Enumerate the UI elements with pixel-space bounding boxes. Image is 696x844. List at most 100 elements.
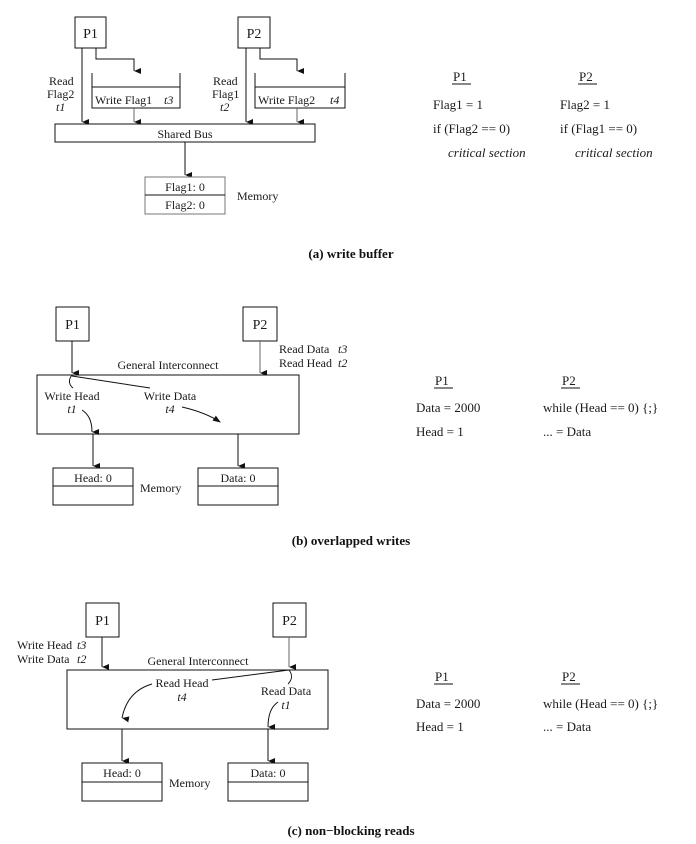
memory-cell: Flag1: 0 bbox=[165, 180, 205, 194]
p1-op-label: Write Head bbox=[17, 638, 72, 652]
write-buffer-p2: Write Flag2 t4 bbox=[254, 73, 346, 109]
panel-c-non-blocking-reads: P1 Write Head t3 Write Data t2 P2 Genera… bbox=[17, 602, 658, 838]
general-interconnect bbox=[66, 669, 329, 730]
memory-data: Data: 0 bbox=[197, 467, 279, 506]
processor-label: P2 bbox=[253, 318, 268, 333]
code-p2: P2 while (Head == 0) {;} ... = Data bbox=[543, 373, 658, 439]
p1-read-time: t1 bbox=[56, 100, 65, 114]
write-data-path-bottom bbox=[181, 406, 221, 423]
processor-p2: P2 bbox=[242, 306, 278, 342]
memory-cell: Data: 0 bbox=[251, 766, 286, 780]
p2-op-label: Read Data bbox=[279, 342, 330, 356]
code-title: P1 bbox=[435, 373, 449, 388]
buffer-entry-label: Write Flag1 bbox=[95, 93, 152, 107]
code-title: P1 bbox=[453, 69, 467, 84]
processor-label: P2 bbox=[247, 27, 262, 42]
memory-label: Memory bbox=[140, 481, 181, 495]
inner-op-label: Read Data bbox=[261, 684, 312, 698]
inner-op-time: t4 bbox=[165, 402, 174, 416]
code-line: Head = 1 bbox=[416, 424, 464, 439]
panel-caption: (c) non−blocking reads bbox=[287, 823, 414, 838]
p2-to-buffer-arrow bbox=[259, 48, 304, 74]
inner-op-label: Read Head bbox=[156, 676, 209, 690]
memory-block: Flag1: 0 Flag2: 0 Memory bbox=[144, 176, 278, 215]
code-p1: P1 Data = 2000 Head = 1 bbox=[416, 669, 480, 734]
code-p2: P2 Flag2 = 1 if (Flag1 == 0) critical se… bbox=[560, 69, 653, 160]
write-data-path-top bbox=[71, 375, 151, 389]
inner-op-label: Write Data bbox=[144, 389, 197, 403]
p1-op-label: Write Data bbox=[17, 652, 70, 666]
memory-cell: Data: 0 bbox=[221, 471, 256, 485]
buffer-entry-label: Write Flag2 bbox=[258, 93, 315, 107]
bus-label: Shared Bus bbox=[158, 127, 213, 141]
p2-read-target: Flag1 bbox=[212, 87, 239, 101]
code-line: if (Flag1 == 0) bbox=[560, 121, 637, 136]
processor-label: P1 bbox=[95, 614, 110, 629]
memory-cell: Head: 0 bbox=[103, 766, 141, 780]
processor-p1: P1 bbox=[74, 16, 107, 49]
code-title: P2 bbox=[562, 669, 576, 684]
write-head-path-top bbox=[69, 374, 74, 389]
code-line: critical section bbox=[448, 145, 526, 160]
p1-op-time: t2 bbox=[77, 652, 86, 666]
interconnect-label: General Interconnect bbox=[148, 654, 250, 668]
code-line: critical section bbox=[575, 145, 653, 160]
code-title: P1 bbox=[435, 669, 449, 684]
processor-label: P2 bbox=[282, 614, 297, 629]
code-line: while (Head == 0) {;} bbox=[543, 696, 658, 711]
code-line: Head = 1 bbox=[416, 719, 464, 734]
code-line: while (Head == 0) {;} bbox=[543, 400, 658, 415]
p1-to-buffer-arrow bbox=[95, 48, 141, 74]
shared-bus: Shared Bus bbox=[54, 123, 316, 143]
code-line: Data = 2000 bbox=[416, 400, 480, 415]
inner-op-time: t1 bbox=[67, 402, 76, 416]
processor-label: P1 bbox=[83, 27, 98, 42]
memory-cell: Flag2: 0 bbox=[165, 198, 205, 212]
processor-label: P1 bbox=[65, 318, 80, 333]
write-buffer-p1: Write Flag1 t3 bbox=[91, 73, 181, 109]
buffer-entry-time: t3 bbox=[164, 93, 173, 107]
processor-p1: P1 bbox=[55, 306, 90, 342]
inner-op-time: t4 bbox=[177, 690, 186, 704]
code-line: Flag2 = 1 bbox=[560, 97, 610, 112]
memory-label: Memory bbox=[237, 189, 278, 203]
memory-cell: Head: 0 bbox=[74, 471, 112, 485]
p2-op-label: Read Head bbox=[279, 356, 332, 370]
read-data-path-bottom bbox=[267, 701, 279, 731]
memory-head: Head: 0 bbox=[52, 467, 134, 506]
interconnect-label: General Interconnect bbox=[118, 358, 220, 372]
p1-read-label: Read bbox=[49, 74, 74, 88]
panel-b-overlapped-writes: P1 P2 Read Data t3 Read Head t2 General … bbox=[36, 306, 658, 548]
code-title: P2 bbox=[579, 69, 593, 84]
code-p1: P1 Flag1 = 1 if (Flag2 == 0) critical se… bbox=[433, 69, 526, 160]
p1-read-target: Flag2 bbox=[47, 87, 74, 101]
read-data-path-top bbox=[287, 669, 292, 685]
inner-op-label: Write Head bbox=[44, 389, 99, 403]
memory-head: Head: 0 bbox=[81, 762, 163, 802]
read-head-path-bottom bbox=[121, 683, 153, 723]
p2-op-time: t3 bbox=[338, 342, 347, 356]
write-head-path-bottom bbox=[81, 409, 100, 435]
code-line: Data = 2000 bbox=[416, 696, 480, 711]
code-line: if (Flag2 == 0) bbox=[433, 121, 510, 136]
code-p1: P1 Data = 2000 Head = 1 bbox=[416, 373, 480, 439]
p2-op-time: t2 bbox=[338, 356, 347, 370]
processor-p2: P2 bbox=[237, 16, 271, 49]
panel-caption: (b) overlapped writes bbox=[292, 533, 410, 548]
inner-op-time: t1 bbox=[281, 698, 290, 712]
read-head-path-top bbox=[211, 669, 290, 681]
code-p2: P2 while (Head == 0) {;} ... = Data bbox=[543, 669, 658, 734]
processor-p1: P1 bbox=[85, 602, 120, 638]
panel-a-write-buffer: P1 Read Flag2 t1 Write Flag1 t3 P2 Read … bbox=[47, 16, 653, 261]
processor-p2: P2 bbox=[272, 602, 307, 638]
p1-op-time: t3 bbox=[77, 638, 86, 652]
panel-caption: (a) write buffer bbox=[308, 246, 393, 261]
code-line: ... = Data bbox=[543, 719, 591, 734]
code-title: P2 bbox=[562, 373, 576, 388]
buffer-entry-time: t4 bbox=[330, 93, 339, 107]
memory-data: Data: 0 bbox=[227, 762, 309, 802]
general-interconnect bbox=[36, 374, 300, 435]
code-line: ... = Data bbox=[543, 424, 591, 439]
p2-read-label: Read bbox=[213, 74, 238, 88]
